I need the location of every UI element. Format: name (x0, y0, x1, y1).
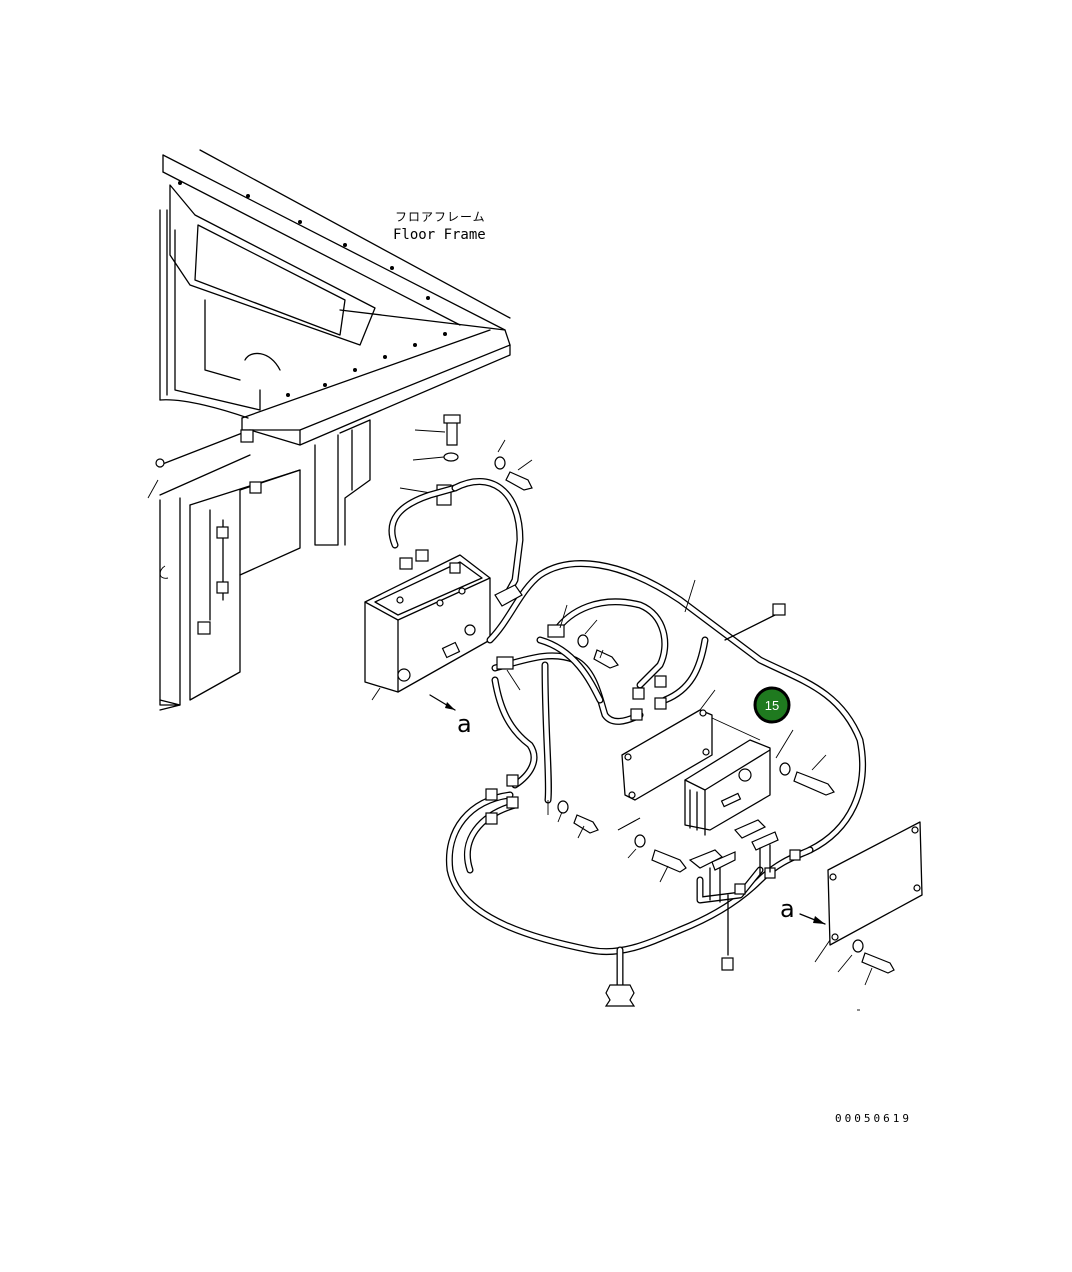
cover-plate (799, 821, 923, 986)
middle-fasteners (547, 604, 646, 859)
controller-unit (621, 689, 835, 903)
frame-label-jp: フロアフレーム (395, 210, 486, 224)
callout-15-circle[interactable] (753, 686, 791, 724)
frame-label-en: Floor Frame (393, 227, 486, 243)
leader-lines (506, 579, 860, 1011)
wire-harness (388, 478, 867, 989)
drawing-number: 00050619 (835, 1112, 912, 1125)
callout-15-number: 15 (765, 698, 779, 713)
floor-frame (147, 149, 511, 711)
connectors (399, 549, 801, 1007)
upper-fasteners (399, 414, 533, 506)
view-marker-a-2: a (780, 895, 795, 923)
callout-15[interactable]: 15 (753, 686, 791, 724)
view-marker-a-1: a (457, 710, 472, 738)
control-box (364, 554, 491, 711)
